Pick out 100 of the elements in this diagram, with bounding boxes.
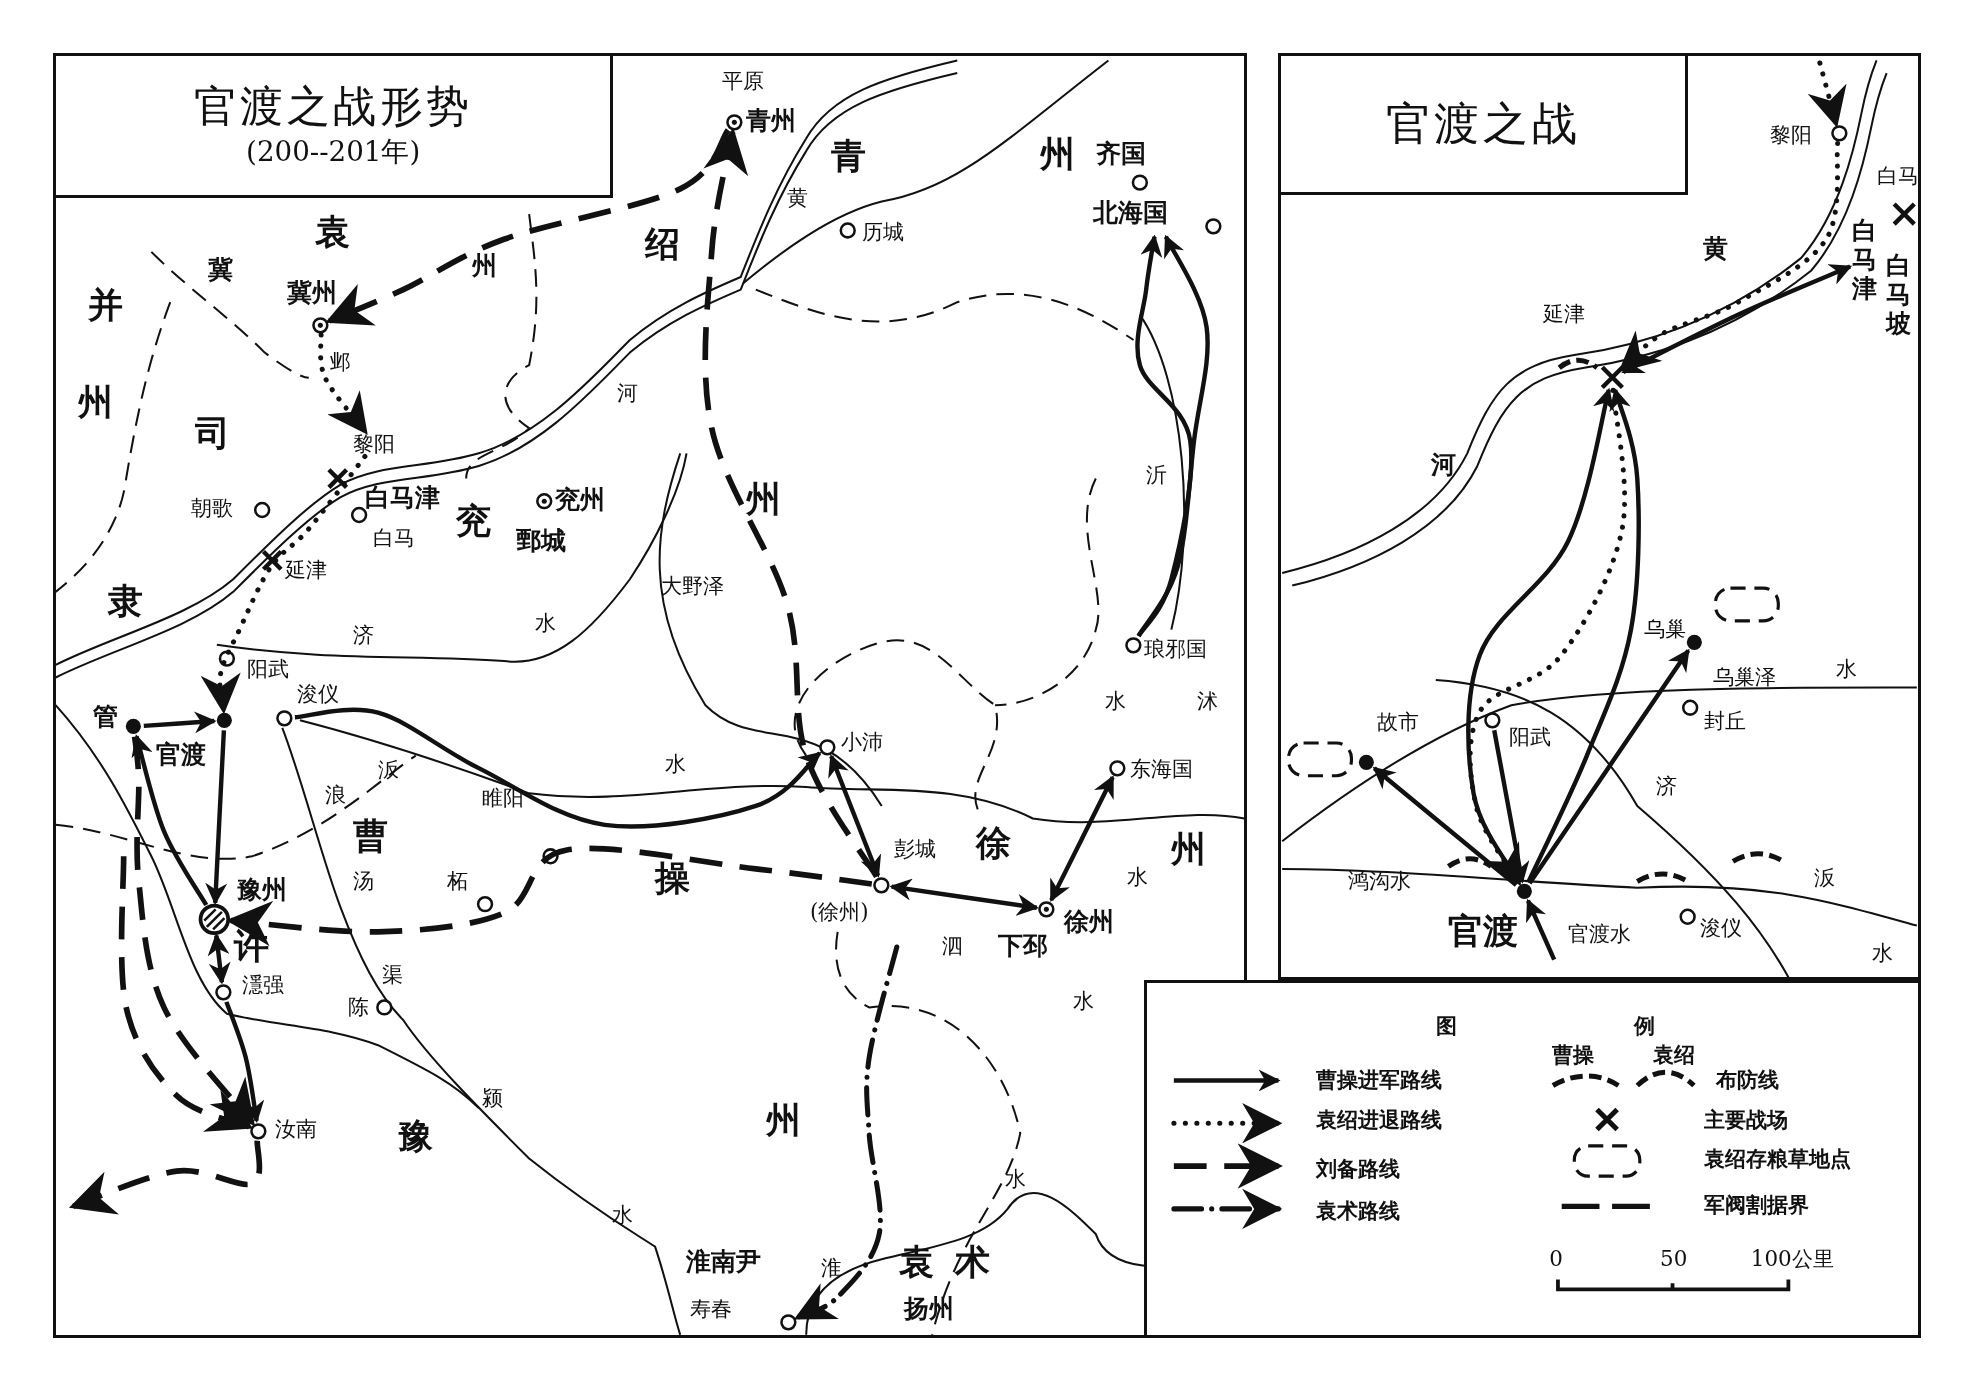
region-name: 绍 (644, 226, 680, 262)
region-name: 州 (1171, 830, 1207, 867)
river-name: 河 (617, 382, 639, 404)
route-arrow (318, 332, 368, 435)
route-arrow (224, 1001, 265, 1124)
route-arrow (1526, 387, 1641, 884)
route-arrow (1621, 264, 1853, 375)
legend-label: 布防线 (1715, 1068, 1779, 1091)
place-name: 冀州 (287, 279, 338, 305)
region-name: 袁 (314, 213, 350, 249)
place-name: 乌巢 (1643, 618, 1686, 640)
legend-label: 主要战场 (1704, 1109, 1789, 1131)
place-name: 小沛 (841, 731, 884, 753)
scale-label: 100公里 (1750, 1247, 1834, 1270)
place-name: 白马 (372, 527, 415, 549)
river-name: 水 (1871, 941, 1893, 964)
legend-title: 例 (1633, 1014, 1655, 1037)
legend-heading: 袁绍 (1652, 1043, 1695, 1066)
place-name: 淮南尹 (686, 1249, 762, 1275)
route-arrow (702, 127, 880, 879)
place-name: 官渡 (156, 741, 207, 768)
river-name: 黄 (787, 187, 809, 209)
scale-label: 50 (1660, 1247, 1688, 1270)
place-name: 故市 (1376, 711, 1419, 733)
region-name: 兖 (455, 503, 491, 539)
river-name: 济 (1656, 775, 1678, 797)
legend-label: 袁术路线 (1316, 1199, 1401, 1222)
river-name: 水 (1127, 866, 1149, 888)
region-name: 州 (78, 383, 114, 419)
place-name: 朝歌 (191, 497, 234, 519)
place-name: 浚仪 (297, 683, 340, 705)
legend-label: 刘备路线 (1316, 1158, 1401, 1180)
lake-name: 乌巢泽 (1713, 665, 1776, 688)
place-name: 平原 (721, 70, 764, 92)
place-name: 延津 (1542, 303, 1585, 325)
river-name: 沭 (1196, 689, 1218, 712)
region-name: 隶 (108, 582, 144, 618)
legend-label: 曹操进军路线 (1316, 1068, 1443, 1091)
place-name: (徐州) (809, 901, 869, 923)
place-name: 北海国 (1093, 200, 1169, 226)
region-name: 并 (88, 286, 124, 322)
route-arrow (325, 128, 731, 326)
place-name: 兖州 (555, 487, 606, 513)
map-title: 官渡之战 (1385, 101, 1581, 147)
river-name: 泗 (942, 935, 964, 957)
place-name: 鄄城 (516, 527, 567, 553)
place-name: 徐州 (1064, 909, 1115, 935)
river-name: 颍 (482, 1086, 504, 1108)
route-arrow (118, 856, 254, 1135)
river-name: 水 (1005, 1168, 1027, 1190)
route-arrow (143, 711, 217, 734)
river-name: 汳 (377, 759, 399, 781)
place-name: 延津 (284, 558, 327, 581)
route-arrow (294, 707, 822, 829)
legend-label: 袁绍进退路线 (1316, 1109, 1443, 1131)
region-name: 州 (472, 253, 498, 279)
river-name: 水 (1073, 989, 1095, 1011)
route-arrow (131, 736, 256, 1127)
river-name: 渠 (381, 964, 403, 986)
river-name: 官渡水 (1568, 922, 1632, 945)
region-name: 冀 (207, 256, 233, 283)
legend-heading: 曹操 (1551, 1043, 1594, 1066)
river-name: 水 (535, 611, 557, 634)
route-arrow (1527, 648, 1691, 885)
river-name: 汳 (1813, 867, 1835, 889)
place-name: 白马坡 (1885, 251, 1911, 339)
river-name: 水 (612, 1203, 634, 1226)
route-arrow (793, 944, 900, 1322)
river-name: 汤 (352, 869, 374, 892)
route-arrow (1135, 234, 1194, 638)
place-name: 邺 (330, 350, 351, 373)
route-arrow (131, 734, 209, 907)
place-name: 彭城 (894, 838, 937, 860)
region-name: 袁术 (899, 1243, 1012, 1280)
river-name: 济 (352, 624, 374, 646)
river-name: 河 (1430, 452, 1456, 478)
place-name: 陈 (347, 995, 369, 1018)
route-arrow (1807, 60, 1847, 128)
place-name: 寿春 (690, 1298, 733, 1320)
place-name: 青州 (745, 108, 796, 134)
date-subtitle: (200--201年) (246, 137, 421, 166)
region-name: 州 (745, 480, 781, 516)
legend-label: 军阀割据界 (1704, 1193, 1810, 1216)
region-name: 扬州 (904, 1296, 955, 1322)
river-name: 水 (1836, 658, 1858, 680)
place-name: 白马 (1876, 164, 1919, 186)
place-name: 白马津 (365, 484, 441, 511)
place-name: 汝南 (274, 1118, 317, 1140)
place-name: 黎阳 (1769, 124, 1812, 146)
place-name: 齐国 (1095, 141, 1146, 167)
region-name: 豫 (398, 1118, 433, 1154)
route-arrow (1372, 766, 1518, 887)
place-name: 下邳 (997, 933, 1048, 959)
route-arrow (1618, 140, 1841, 373)
river-name: 水 (665, 752, 687, 775)
river-name: 水 (1104, 689, 1126, 712)
route-arrow (1049, 775, 1115, 903)
place-name: 封丘 (1704, 709, 1747, 732)
region-name: 州 (1040, 135, 1076, 171)
legend-label: 袁绍存粮草地点 (1704, 1148, 1852, 1170)
